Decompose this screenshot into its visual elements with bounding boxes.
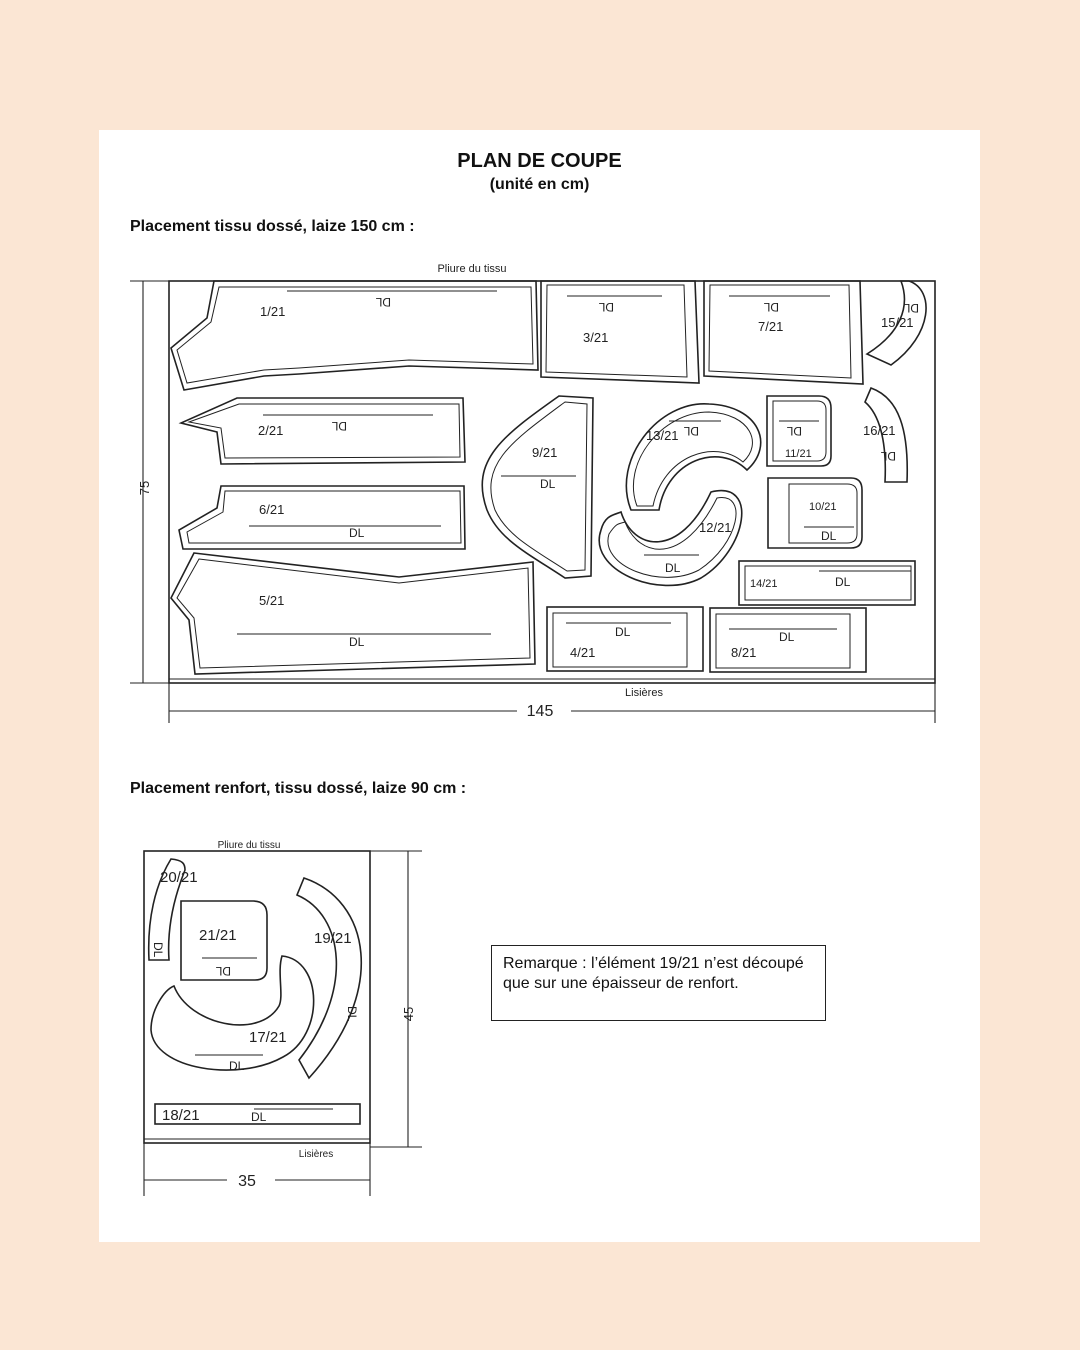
svg-text:2/21: 2/21 bbox=[258, 423, 283, 438]
svg-text:DL: DL bbox=[598, 300, 614, 314]
selvage-label: Lisières bbox=[625, 687, 663, 699]
svg-text:DL: DL bbox=[786, 424, 802, 438]
piece-4: DL 4/21 bbox=[546, 606, 704, 672]
svg-text:DL: DL bbox=[835, 575, 851, 589]
svg-text:12/21: 12/21 bbox=[699, 520, 732, 535]
svg-text:DL: DL bbox=[903, 301, 919, 315]
svg-text:DL: DL bbox=[683, 424, 699, 438]
svg-text:DL: DL bbox=[345, 1006, 359, 1022]
interfacing-frame bbox=[143, 850, 371, 1144]
piece-19: DL 19/21 bbox=[295, 877, 363, 1080]
interfacing-fold-label: Pliure du tissu bbox=[218, 840, 281, 851]
svg-text:DL: DL bbox=[151, 942, 165, 958]
svg-text:DL: DL bbox=[215, 964, 231, 978]
svg-text:DL: DL bbox=[349, 635, 365, 649]
piece-10: DL 10/21 bbox=[767, 477, 863, 549]
svg-text:5/21: 5/21 bbox=[259, 593, 284, 608]
svg-text:20/21: 20/21 bbox=[160, 869, 198, 886]
interfacing-selvage-label: Lisières bbox=[299, 1149, 333, 1160]
svg-text:DL: DL bbox=[349, 526, 365, 540]
piece-7: DL 7/21 bbox=[703, 280, 864, 385]
svg-text:6/21: 6/21 bbox=[259, 502, 284, 517]
piece-2: DL 2/21 bbox=[178, 397, 466, 465]
piece-20: DL 20/21 bbox=[147, 858, 198, 961]
svg-text:9/21: 9/21 bbox=[532, 445, 557, 460]
svg-text:18/21: 18/21 bbox=[162, 1107, 200, 1124]
piece-17: DL 17/21 bbox=[150, 955, 315, 1073]
piece-21: DL 21/21 bbox=[180, 900, 268, 981]
fold-label: Pliure du tissu bbox=[437, 263, 506, 275]
svg-text:19/21: 19/21 bbox=[314, 930, 352, 947]
piece-8: DL 8/21 bbox=[709, 607, 867, 673]
svg-text:DL: DL bbox=[229, 1059, 245, 1073]
piece-11: DL 11/21 bbox=[766, 395, 832, 467]
svg-text:DL: DL bbox=[821, 529, 837, 543]
svg-text:DL: DL bbox=[331, 419, 347, 433]
svg-text:DL: DL bbox=[763, 300, 779, 314]
piece-6: DL 6/21 bbox=[178, 485, 466, 550]
piece-1: DL 1/21 bbox=[170, 280, 539, 391]
section2-title: Placement renfort, tissu dossé, laize 90… bbox=[130, 780, 467, 797]
svg-text:3/21: 3/21 bbox=[583, 330, 608, 345]
page-title: PLAN DE COUPE bbox=[457, 150, 622, 172]
section1-title: Placement tissu dossé, laize 150 cm : bbox=[130, 218, 415, 235]
piece-3: DL 3/21 bbox=[540, 280, 700, 384]
interfacing-height-label: 45 bbox=[401, 1007, 416, 1021]
height-dimension-label: 75 bbox=[137, 481, 152, 495]
piece-9: DL 9/21 bbox=[481, 395, 594, 579]
svg-text:13/21: 13/21 bbox=[646, 428, 679, 443]
svg-text:DL: DL bbox=[615, 625, 631, 639]
interfacing-width-label: 35 bbox=[238, 1173, 256, 1190]
svg-text:1/21: 1/21 bbox=[260, 304, 285, 319]
svg-text:DL: DL bbox=[375, 295, 391, 309]
svg-text:DL: DL bbox=[665, 561, 681, 575]
svg-text:16/21: 16/21 bbox=[863, 423, 896, 438]
svg-text:4/21: 4/21 bbox=[570, 645, 595, 660]
svg-text:15/21: 15/21 bbox=[881, 315, 914, 330]
pattern-sheet: PLAN DE COUPE (unité en cm) Placement ti… bbox=[99, 130, 980, 1242]
piece-12: DL 12/21 bbox=[598, 489, 743, 587]
svg-text:DL: DL bbox=[251, 1110, 267, 1124]
svg-text:11/21: 11/21 bbox=[785, 448, 812, 460]
piece-16: DL 16/21 bbox=[863, 386, 909, 483]
piece-15: DL 15/21 bbox=[865, 280, 927, 366]
svg-text:17/21: 17/21 bbox=[249, 1029, 287, 1046]
width-dimension-label: 145 bbox=[527, 703, 554, 720]
cutting-layout-main: Pliure du tissu Lisières 75 145 DL 1/21 … bbox=[130, 263, 936, 723]
svg-text:21/21: 21/21 bbox=[199, 927, 237, 944]
piece-18: DL 18/21 bbox=[154, 1103, 361, 1125]
svg-text:7/21: 7/21 bbox=[758, 319, 783, 334]
piece-5: DL 5/21 bbox=[170, 552, 536, 675]
page-subtitle: (unité en cm) bbox=[489, 176, 590, 193]
piece-13: DL 13/21 bbox=[625, 403, 762, 511]
piece-14: DL 14/21 bbox=[738, 560, 916, 606]
svg-text:DL: DL bbox=[540, 477, 556, 491]
svg-text:DL: DL bbox=[779, 630, 795, 644]
svg-text:8/21: 8/21 bbox=[731, 645, 756, 660]
svg-text:14/21: 14/21 bbox=[750, 578, 778, 590]
svg-text:10/21: 10/21 bbox=[809, 501, 837, 513]
svg-text:DL: DL bbox=[880, 449, 896, 463]
remark-box: Remarque : l’élément 19/21 n’est découpé… bbox=[491, 945, 826, 1021]
cutting-layout-interfacing: Pliure du tissu Lisières 45 35 DL 20/21 … bbox=[143, 840, 422, 1196]
